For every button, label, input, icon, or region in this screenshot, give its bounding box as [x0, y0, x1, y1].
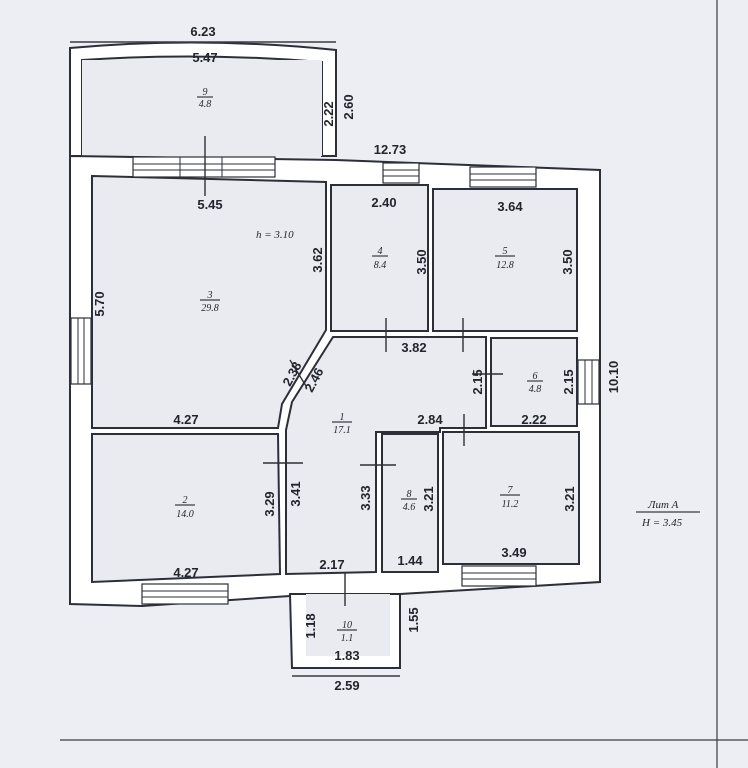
dim-r2-height: 3.29 — [262, 491, 277, 516]
dim-r4-width: 2.40 — [371, 195, 396, 210]
room-label-4: 4 8.4 — [372, 246, 388, 271]
dim-r3-height: 5.70 — [92, 291, 107, 316]
dim-r1-left: 3.41 — [288, 481, 303, 506]
window-top-mid — [382, 162, 420, 184]
room-label-5: 5 12.8 — [495, 246, 515, 271]
dim-r6-left: 2.15 — [470, 369, 485, 394]
dim-r7-bottom: 3.49 — [501, 545, 526, 560]
window-bottom-left — [141, 583, 229, 605]
room-1 — [285, 336, 487, 576]
room-number-1: 1 — [340, 412, 345, 423]
window-bottom-right — [461, 565, 537, 587]
dim-r3-side: 3.62 — [310, 247, 325, 272]
window-right — [577, 359, 600, 405]
room-number-5: 5 — [503, 246, 508, 257]
dim-r9-depth-out: 2.60 — [341, 94, 356, 119]
dim-r4-height: 3.50 — [414, 249, 429, 274]
room-label-6: 6 4.8 — [527, 371, 543, 395]
room-8 — [381, 433, 439, 573]
dim-r10-outer: 2.59 — [334, 678, 359, 693]
dim-r1-bottom: 2.17 — [319, 557, 344, 572]
room-label-9: 9 4.8 — [197, 87, 213, 110]
room-area-2: 14.0 — [176, 509, 194, 520]
dim-house-width: 12.73 — [374, 142, 407, 157]
room-number-10: 10 — [342, 620, 352, 631]
room-label-1: 1 17.1 — [332, 412, 352, 436]
room-number-3: 3 — [207, 290, 213, 301]
dim-r1-top: 3.82 — [401, 340, 426, 355]
dim-r7-height: 3.21 — [562, 486, 577, 511]
room-label-2: 2 14.0 — [175, 495, 195, 520]
dim-r10-left: 1.18 — [303, 613, 318, 638]
room-area-5: 12.8 — [496, 260, 514, 271]
room-area-6: 4.8 — [529, 384, 542, 395]
room-area-9: 4.8 — [199, 99, 212, 110]
dim-r5-width: 3.64 — [497, 199, 523, 214]
room-9-floor — [82, 60, 322, 156]
dim-house-depth: 10.10 — [606, 361, 621, 394]
room-10-floor — [306, 594, 390, 656]
room-area-3: 29.8 — [201, 303, 219, 314]
dim-r3-width: 5.45 — [197, 197, 222, 212]
room-3 — [91, 174, 327, 429]
room-area-4: 8.4 — [374, 260, 387, 271]
window-top-right — [469, 166, 537, 188]
dim-r8-height: 3.21 — [421, 486, 436, 511]
dim-r8-bottom: 1.44 — [397, 553, 423, 568]
lit-label: Лит А — [647, 499, 679, 511]
room-number-8: 8 — [407, 489, 412, 500]
window-left — [70, 317, 92, 385]
dim-r1-right: 2.84 — [417, 412, 443, 427]
room-label-8: 8 4.6 — [401, 489, 417, 513]
room-number-2: 2 — [183, 495, 188, 506]
dim-r3-bottom: 4.27 — [173, 412, 198, 427]
dim-r10-right: 1.55 — [406, 607, 421, 632]
room-number-6: 6 — [533, 371, 538, 382]
room-area-7: 11.2 — [502, 499, 519, 510]
dim-top-total: 6.23 — [190, 24, 215, 39]
dim-r2-bottom: 4.27 — [173, 565, 198, 580]
room-label-7: 7 11.2 — [500, 485, 520, 510]
room-label-10: 10 1.1 — [337, 620, 357, 644]
dim-r10-inner: 1.83 — [334, 648, 359, 663]
dim-r5-height: 3.50 — [560, 249, 575, 274]
room-number-4: 4 — [378, 246, 383, 257]
dim-r6-bottom: 2.22 — [521, 412, 546, 427]
lit-height: H = 3.45 — [641, 517, 683, 529]
room-number-7: 7 — [508, 485, 514, 496]
dim-r9-depth-in: 2.22 — [321, 101, 336, 126]
room-label-3: 3 29.8 — [200, 290, 220, 314]
room-5 — [432, 188, 578, 332]
door-room-3 — [289, 359, 307, 387]
dim-r6-right: 2.15 — [561, 369, 576, 394]
room-4 — [330, 184, 429, 332]
room-area-1: 17.1 — [333, 425, 351, 436]
room-number-9: 9 — [203, 87, 208, 98]
dim-r1-inner: 3.33 — [358, 485, 373, 510]
window-top-left — [132, 156, 276, 178]
room-6 — [490, 337, 578, 427]
room-area-10: 1.1 — [341, 633, 354, 644]
room-area-8: 4.6 — [403, 502, 416, 513]
dim-r9-width: 5.47 — [192, 50, 217, 65]
room-2 — [91, 433, 282, 584]
room-7 — [442, 431, 580, 565]
ceiling-height-note: h = 3.10 — [256, 229, 294, 241]
